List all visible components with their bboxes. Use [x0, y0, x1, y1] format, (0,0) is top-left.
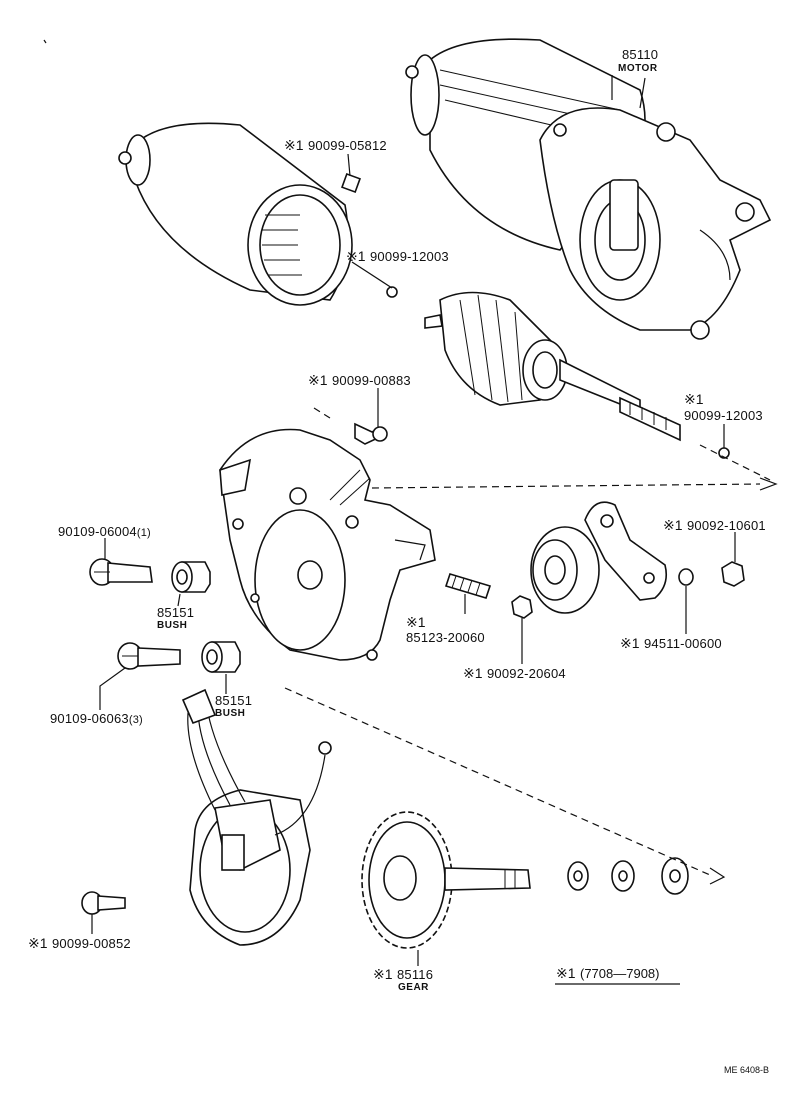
screw-top-label: ※1 90099-00883: [308, 373, 411, 389]
marker: ※1: [406, 614, 426, 630]
corner-mark: [43, 39, 47, 44]
screw-1-qty: (1): [136, 527, 151, 539]
ball-right-marker: ※1: [684, 391, 704, 407]
screw-bottom-part: [81, 891, 126, 915]
nut-right-part: [721, 561, 745, 587]
screw-1-part: [89, 558, 153, 586]
motor-name: MOTOR: [618, 63, 658, 74]
nut-right-label: ※1 90092-10601: [663, 518, 766, 534]
marker: ※1: [663, 517, 683, 533]
screw-3-part: [117, 642, 181, 670]
marker: ※1: [28, 935, 48, 951]
align-line-1: [313, 407, 331, 419]
armature: [424, 291, 681, 442]
nut-small-part-number: 90092-20604: [486, 666, 566, 681]
washer-set: [567, 857, 689, 895]
note-text: (7708—7908): [579, 966, 660, 981]
screw-3-label: 90109-06063(3): [50, 711, 143, 727]
spring-part-number: 85123-20060: [406, 630, 485, 645]
marker: ※1: [463, 665, 483, 681]
illustration-code: ME 6408-B: [724, 1065, 770, 1075]
align-line-2: [371, 483, 761, 489]
clip-label: ※1 90099-05812: [284, 138, 387, 154]
bush-2-part-number: 85151: [215, 693, 253, 708]
bush-1-name: BUSH: [157, 620, 188, 631]
ball-upper-part-number: 90099-12003: [369, 249, 449, 264]
marker: ※1: [308, 372, 328, 388]
marker: ※1: [346, 248, 366, 264]
ball-right-part-number: 90099-12003: [684, 408, 763, 423]
screw-3-qty: (3): [128, 714, 143, 726]
screw-1-part-number: 90109-06004: [58, 524, 137, 539]
gear-label: ※1 85116: [373, 967, 433, 983]
bearing-part: [530, 526, 600, 614]
lock-washer-part: [678, 568, 694, 586]
washer-lock-label: ※1 94511-00600: [620, 636, 722, 652]
spring-marker-label: ※1: [406, 615, 426, 631]
gear-part: [361, 811, 531, 949]
steel-ball-upper: [386, 286, 398, 298]
applicability-note: ※1 (7708—7908): [556, 966, 659, 982]
nut-small-label: ※1 90092-20604: [463, 666, 566, 682]
bush-1-part: [171, 561, 211, 593]
marker: ※1: [556, 965, 576, 981]
ball-upper-label: ※1 90099-12003: [346, 249, 449, 265]
leader-motor: [639, 77, 646, 109]
marker: ※1: [620, 635, 640, 651]
leader-ball-upper: [351, 261, 393, 289]
leader-bush-1: [177, 593, 181, 607]
brush-plate: [181, 688, 332, 946]
motor-assembly: [405, 38, 772, 340]
bush-1-part-number: 85151: [157, 605, 195, 620]
arrow-right-upper: [759, 477, 778, 491]
screw-3-part-number: 90109-06063: [50, 711, 129, 726]
screw-top-part-number: 90099-00883: [331, 373, 411, 388]
marker: ※1: [284, 137, 304, 153]
marker: ※1: [373, 966, 393, 982]
align-line-3: [699, 444, 771, 481]
clip-part: [341, 173, 361, 193]
leader-screw-3: [99, 667, 126, 710]
screw-top-part: [354, 422, 388, 445]
gear-part-number: 85116: [396, 967, 434, 982]
arrow-right-lower: [709, 867, 726, 885]
yoke-shell: [118, 122, 353, 306]
screw-bottom-part-number: 90099-00852: [51, 936, 131, 951]
nut-right-part-number: 90092-10601: [686, 518, 766, 533]
screw-1-label: 90109-06004(1): [58, 524, 151, 540]
gear-name: GEAR: [398, 982, 429, 993]
screw-bottom-label: ※1 90099-00852: [28, 936, 131, 952]
bracket-plate: [584, 501, 668, 601]
gear-housing: [219, 428, 436, 661]
washer-lock-part-number: 94511-00600: [643, 636, 722, 651]
align-line-4: [284, 687, 711, 876]
bush-2-name: BUSH: [215, 708, 246, 719]
clip-part-number: 90099-05812: [307, 138, 387, 153]
spring-part: [444, 573, 492, 599]
motor-part-number: 85110: [622, 47, 659, 62]
bush-2-part: [201, 641, 241, 673]
nut-small-part: [511, 595, 533, 619]
leader-clip: [347, 153, 351, 177]
